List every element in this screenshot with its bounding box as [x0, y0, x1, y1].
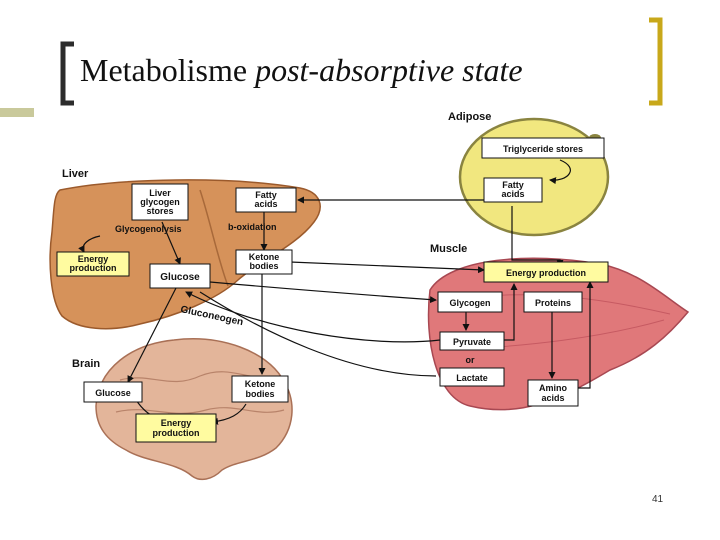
arrow-glucose-to-muscle — [209, 281, 437, 304]
organ-label-muscle: Muscle — [430, 243, 467, 255]
box-lactate-text: Lactate — [456, 373, 488, 383]
box-fatty-acids-adipose-line-2: acids — [501, 189, 524, 199]
organ-label-adipose: Adipose — [448, 111, 491, 123]
liver-shape — [49, 179, 321, 330]
organ-label-brain: Brain — [72, 358, 100, 370]
b-oxidation-label: b-oxidation — [228, 222, 277, 232]
box-amino-acids-line-1: Amino — [539, 383, 568, 393]
liver-lobe-line — [199, 189, 229, 287]
box-fatty-acids-adipose-line-1: Fatty — [502, 180, 524, 190]
box-energy-production-brain: Energy production — [135, 413, 217, 443]
adipose-shape — [458, 117, 610, 237]
box-energy-production-liver: Energy production — [56, 251, 130, 277]
box-ketone-liver-line-2: bodies — [249, 261, 278, 271]
arrow-lactate-to-liver — [199, 291, 437, 377]
box-glycogen-muscle: Glycogen — [437, 291, 503, 313]
box-ketone-bodies-brain: Ketone bodies — [231, 375, 289, 403]
box-glycogen-muscle-text: Glycogen — [449, 298, 490, 308]
title-prefix: Metabolisme — [80, 52, 256, 88]
box-ketone-brain-line-1: Ketone — [245, 379, 276, 389]
box-proteins: Proteins — [523, 291, 583, 313]
box-pyruvate-text: Pyruvate — [453, 337, 491, 347]
gluconeogenesis-label: Gluconeogen — [179, 304, 244, 328]
box-fatty-acids-liver-line-1: Fatty — [255, 190, 277, 200]
box-amino-acids-line-2: acids — [541, 393, 564, 403]
arrow-amino-to-energy — [578, 281, 594, 389]
box-glucose-liver-text: Glucose — [160, 272, 200, 283]
box-energy-liver-line-1: Energy — [78, 254, 109, 264]
box-energy-liver-line-2: production — [70, 263, 117, 273]
arrow-gluconeogenesis — [185, 291, 441, 343]
arrow-glycogen-to-glucose — [161, 221, 181, 265]
box-triglyceride-text: Triglyceride stores — [503, 144, 583, 154]
box-energy-brain-line-2: production — [153, 428, 200, 438]
box-lactate: Lactate — [439, 367, 505, 387]
box-liver-glycogen-line-2: glycogen — [140, 197, 180, 207]
slide-number: 41 — [652, 494, 664, 505]
title-italic: post-absorptive state — [255, 52, 523, 88]
box-liver-glycogen-line-3: stores — [146, 206, 173, 216]
arrow-glucose-to-brain — [127, 287, 177, 383]
box-ketone-brain-line-2: bodies — [245, 389, 274, 399]
right-title-bracket — [649, 17, 663, 106]
arrow-ketone-to-muscle-energy — [289, 261, 485, 274]
box-glucose-liver: Glucose — [149, 263, 211, 289]
box-liver-glycogen: Liver glycogen stores — [131, 183, 189, 221]
box-glucose-brain-text: Glucose — [95, 388, 131, 398]
box-energy-production-muscle: Energy production — [483, 261, 609, 283]
box-glucose-brain: Glucose — [83, 381, 143, 403]
box-fatty-acids-liver: Fatty acids — [235, 187, 297, 213]
brain-shape — [95, 338, 293, 481]
box-energy-brain-line-1: Energy — [161, 418, 192, 428]
arrow-pyruvate-to-energy — [504, 283, 518, 341]
box-triglyceride-stores: Triglyceride stores — [481, 137, 605, 159]
box-fatty-acids-adipose: Fatty acids — [483, 177, 543, 203]
glycogenolysis-label: Glycogenolysis — [115, 224, 182, 234]
box-amino-acids: Amino acids — [527, 379, 579, 407]
box-liver-glycogen-line-1: Liver — [149, 188, 171, 198]
box-pyruvate: Pyruvate — [439, 331, 505, 351]
or-label: or — [466, 355, 475, 365]
page-title: Metabolisme post-absorptive state — [80, 52, 523, 89]
box-fatty-acids-liver-line-2: acids — [254, 199, 277, 209]
left-title-bracket — [60, 41, 74, 106]
arrow-glycogen-to-energy — [78, 235, 101, 253]
arrow-triglyceride-to-fatty-acids — [549, 159, 571, 185]
box-energy-muscle-text: Energy production — [506, 268, 586, 278]
accent-bar — [0, 108, 34, 117]
box-ketone-bodies-liver: Ketone bodies — [235, 249, 293, 275]
organ-label-liver: Liver — [62, 168, 89, 180]
box-proteins-text: Proteins — [535, 298, 571, 308]
box-ketone-liver-line-1: Ketone — [249, 252, 280, 262]
